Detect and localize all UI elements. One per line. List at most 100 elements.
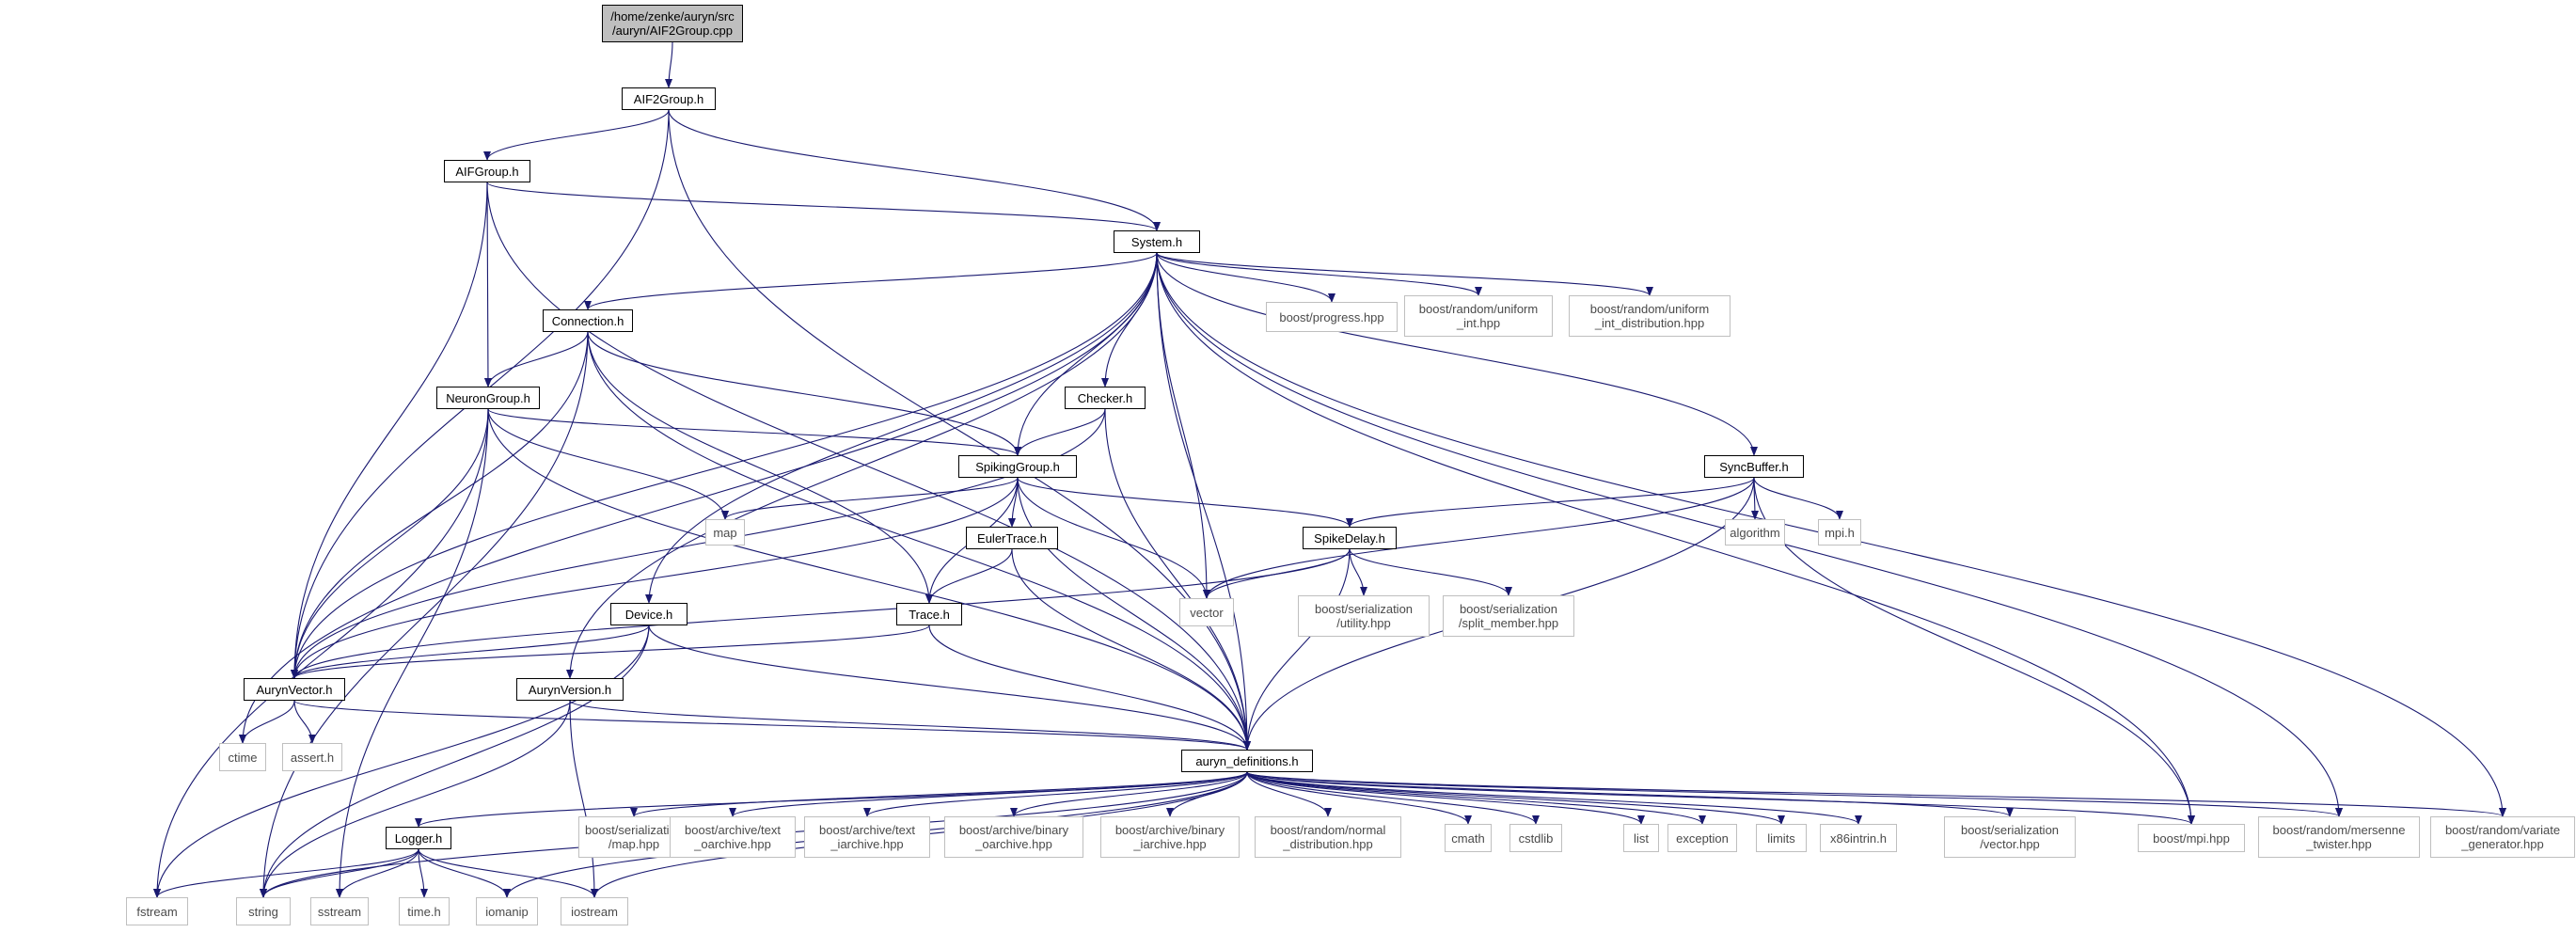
- edge-system-to-device: [645, 252, 1158, 604]
- edge-defs-to-binary-oarchive: [1010, 771, 1248, 817]
- edge-neurongroup-to-fstream: [153, 408, 489, 898]
- node-aurynversion[interactable]: AurynVersion.h: [516, 678, 624, 701]
- edge-defs-to-normal-dist: [1246, 771, 1332, 817]
- node-root[interactable]: /home/zenke/auryn/src /auryn/AIF2Group.c…: [602, 5, 743, 42]
- edge-aurynvector-to-ctime: [239, 700, 295, 744]
- node-text-iarchive: boost/archive/text _iarchive.hpp: [804, 816, 930, 858]
- node-binary-oarchive: boost/archive/binary _oarchive.hpp: [944, 816, 1083, 858]
- edge-spikinggroup-to-aurynvector: [291, 477, 1019, 679]
- edge-neurongroup-to-spikinggroup: [487, 408, 1021, 456]
- edge-neurongroup-to-defs: [487, 408, 1251, 751]
- edge-spikinggroup-to-vector: [1017, 477, 1210, 599]
- node-cmath: cmath: [1445, 824, 1492, 852]
- edge-defs-to-mpihpp: [1246, 771, 2195, 825]
- edge-device-to-string: [260, 625, 650, 898]
- edge-device-to-aurynvector: [291, 625, 650, 679]
- node-aurynvector[interactable]: AurynVector.h: [244, 678, 345, 701]
- edge-checker-to-spikinggroup: [1014, 408, 1106, 456]
- edge-spikinggroup-to-spikedelay: [1017, 477, 1353, 528]
- edge-defs-to-cmath: [1246, 771, 1472, 825]
- node-uniform-int-dist: boost/random/uniform _int_distribution.h…: [1569, 295, 1731, 337]
- node-spikinggroup[interactable]: SpikingGroup.h: [958, 455, 1077, 478]
- edge-system-to-defs: [1156, 252, 1251, 751]
- edge-system-to-ctime: [239, 252, 1158, 744]
- edge-spikinggroup-to-map: [721, 477, 1019, 520]
- node-x86intrin: x86intrin.h: [1820, 824, 1897, 852]
- edge-defs-to-variate: [1246, 771, 2506, 817]
- edge-aif-to-defs: [486, 182, 1251, 751]
- edge-aif2-to-system: [668, 109, 1161, 231]
- edge-aif-to-aurynvector: [291, 182, 488, 679]
- node-variate: boost/random/variate _generator.hpp: [2430, 816, 2575, 858]
- node-text-oarchive: boost/archive/text _oarchive.hpp: [670, 816, 796, 858]
- node-defs[interactable]: auryn_definitions.h: [1181, 750, 1313, 772]
- node-iostream: iostream: [561, 897, 628, 925]
- edge-defs-to-text-iarchive: [863, 771, 1248, 817]
- node-checker[interactable]: Checker.h: [1065, 387, 1146, 409]
- edge-synchbuffer-to-spikedelay: [1346, 477, 1755, 528]
- edge-defs-to-mersenne: [1246, 771, 2343, 817]
- edge-defs-to-ser-vector: [1246, 771, 2014, 817]
- edge-eulertrace-to-trace: [925, 548, 1013, 604]
- edge-logger-to-sstream: [336, 848, 419, 898]
- edge-system-to-aurynvector: [291, 252, 1158, 679]
- edge-connection-to-defs: [587, 331, 1251, 751]
- edge-connection-to-trace: [587, 331, 933, 604]
- edge-system-to-vector: [1156, 252, 1210, 599]
- node-string: string: [236, 897, 291, 925]
- node-neurongroup[interactable]: NeuronGroup.h: [436, 387, 540, 409]
- node-ser-vector: boost/serialization /vector.hpp: [1944, 816, 2076, 858]
- edge-spikedelay-to-defs: [1243, 548, 1351, 751]
- node-aif2[interactable]: AIF2Group.h: [622, 87, 716, 110]
- node-device[interactable]: Device.h: [610, 603, 687, 625]
- node-algorithm: algorithm: [1725, 519, 1785, 546]
- edge-spikinggroup-to-defs: [1017, 477, 1251, 751]
- edge-device-to-defs: [648, 625, 1251, 751]
- node-limits: limits: [1756, 824, 1807, 852]
- edge-neurongroup-to-aurynvector: [291, 408, 489, 679]
- edge-aif-to-system: [486, 182, 1161, 231]
- edge-system-to-synchbuffer: [1156, 252, 1758, 456]
- node-list: list: [1623, 824, 1659, 852]
- edge-logger-to-string: [260, 848, 419, 898]
- node-binary-iarchive: boost/archive/binary _iarchive.hpp: [1100, 816, 1240, 858]
- node-logger[interactable]: Logger.h: [386, 827, 451, 849]
- edge-defs-to-ser-map: [630, 771, 1248, 817]
- node-synchbuffer[interactable]: SyncBuffer.h: [1704, 455, 1804, 478]
- node-ctime: ctime: [219, 743, 266, 771]
- node-iomanip: iomanip: [476, 897, 538, 925]
- edge-logger-to-timeh: [418, 848, 428, 898]
- node-exception: exception: [1667, 824, 1737, 852]
- edge-eulertrace-to-defs: [1011, 548, 1251, 751]
- edge-connection-to-string: [260, 331, 589, 898]
- node-eulertrace[interactable]: EulerTrace.h: [966, 527, 1058, 549]
- edge-defs-to-exception: [1246, 771, 1706, 825]
- node-timeh: time.h: [399, 897, 450, 925]
- node-cstdlib: cstdlib: [1509, 824, 1562, 852]
- edge-system-to-uniform-int: [1156, 252, 1482, 296]
- edge-defs-to-limits: [1246, 771, 1785, 825]
- node-trace[interactable]: Trace.h: [896, 603, 962, 625]
- edge-aurynvector-to-defs: [293, 700, 1251, 751]
- edge-system-to-mpihpp: [1156, 252, 2195, 825]
- node-fstream: fstream: [126, 897, 188, 925]
- node-vector: vector: [1179, 598, 1234, 626]
- node-connection[interactable]: Connection.h: [543, 309, 633, 332]
- edge-connection-to-neurongroup: [484, 331, 589, 387]
- edge-aif2-to-aif: [483, 109, 670, 161]
- edge-aurynversion-to-string: [260, 700, 571, 898]
- node-ser-utility: boost/serialization /utility.hpp: [1298, 595, 1430, 637]
- node-system[interactable]: System.h: [1114, 230, 1200, 253]
- edge-logger-to-fstream: [153, 848, 419, 898]
- node-spikedelay[interactable]: SpikeDelay.h: [1303, 527, 1397, 549]
- node-aif[interactable]: AIFGroup.h: [444, 160, 530, 182]
- edge-system-to-progress: [1156, 252, 1335, 303]
- edge-spikedelay-to-ser-split: [1349, 548, 1512, 596]
- node-mpih: mpi.h: [1818, 519, 1861, 546]
- edge-logger-to-iomanip: [418, 848, 511, 898]
- node-ser-split: boost/serialization /split_member.hpp: [1443, 595, 1574, 637]
- node-normal-dist: boost/random/normal _distribution.hpp: [1255, 816, 1401, 858]
- node-mersenne: boost/random/mersenne _twister.hpp: [2258, 816, 2420, 858]
